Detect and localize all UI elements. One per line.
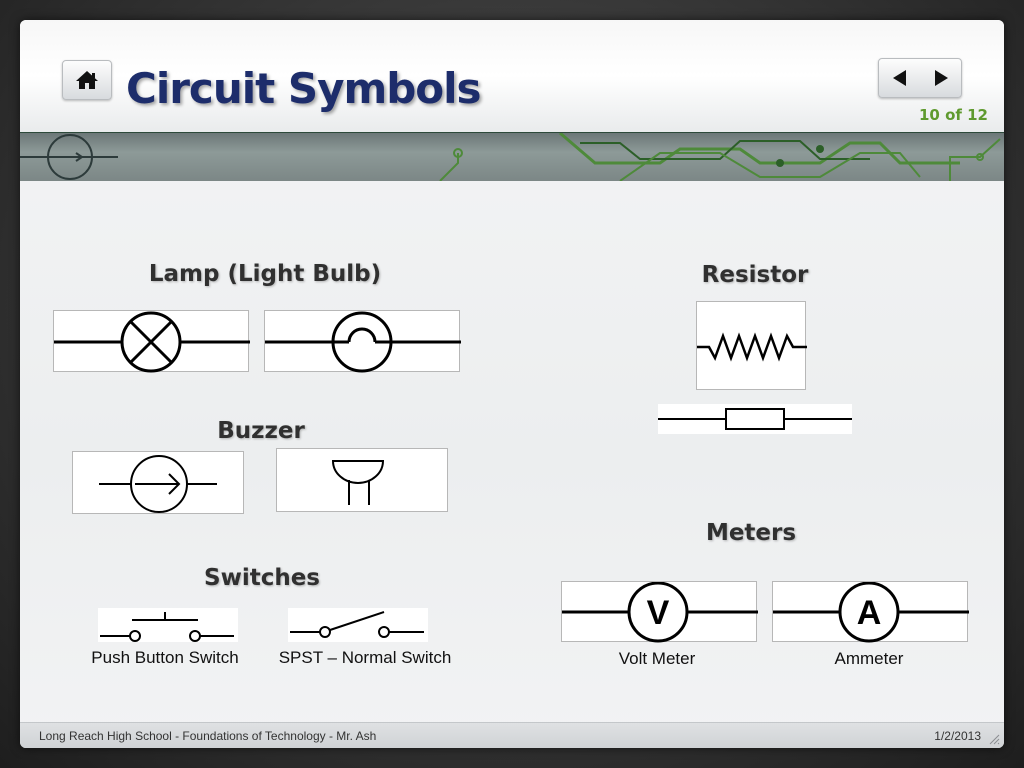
buzzer-heading: Buzzer — [217, 418, 305, 444]
volt-meter-letter: V — [647, 594, 670, 632]
switches-heading: Switches — [204, 565, 320, 591]
resistor-zigzag-symbol — [696, 301, 807, 390]
slide-header: Circuit Symbols 10 of 12 — [20, 20, 1004, 132]
ammeter-caption: Ammeter — [834, 649, 904, 668]
footer-date: 1/2/2013 — [934, 729, 981, 743]
ammeter-symbol: A — [772, 581, 969, 643]
page-title: Circuit Symbols — [126, 64, 482, 113]
volt-meter-caption: Volt Meter — [618, 649, 696, 668]
triangle-right-icon — [934, 70, 948, 86]
resistor-heading: Resistor — [701, 262, 809, 288]
ammeter-letter: A — [857, 594, 882, 632]
slide-navigation — [878, 58, 962, 98]
lamp-filament-symbol — [264, 310, 461, 373]
resize-grip-icon — [989, 734, 1000, 745]
triangle-left-icon — [892, 70, 906, 86]
spst-switch-caption: SPST – Normal Switch — [278, 648, 452, 667]
push-button-switch-caption: Push Button Switch — [91, 648, 239, 667]
push-button-switch-symbol — [98, 608, 238, 642]
volt-meter-symbol: V — [561, 581, 758, 643]
next-slide-button[interactable] — [920, 59, 961, 97]
previous-slide-button[interactable] — [879, 59, 920, 97]
footer-course-info: Long Reach High School - Foundations of … — [39, 729, 377, 743]
lamp-cross-symbol — [53, 310, 250, 373]
circuit-board-banner — [20, 131, 1004, 182]
home-button[interactable] — [62, 60, 112, 100]
spst-switch-symbol — [288, 608, 428, 642]
buzzer-dome-symbol — [276, 448, 448, 512]
circuit-trace-decoration — [20, 131, 1001, 182]
buzzer-circle-symbol — [72, 451, 244, 514]
home-icon — [76, 71, 98, 89]
slide-footer: Long Reach High School - Foundations of … — [20, 722, 1004, 748]
meters-heading: Meters — [705, 520, 797, 546]
resistor-box-symbol — [658, 404, 852, 434]
lamp-heading: Lamp (Light Bulb) — [148, 261, 382, 287]
slide: Circuit Symbols 10 of 12 — [20, 20, 1004, 748]
slide-counter: 10 of 12 — [918, 106, 988, 124]
